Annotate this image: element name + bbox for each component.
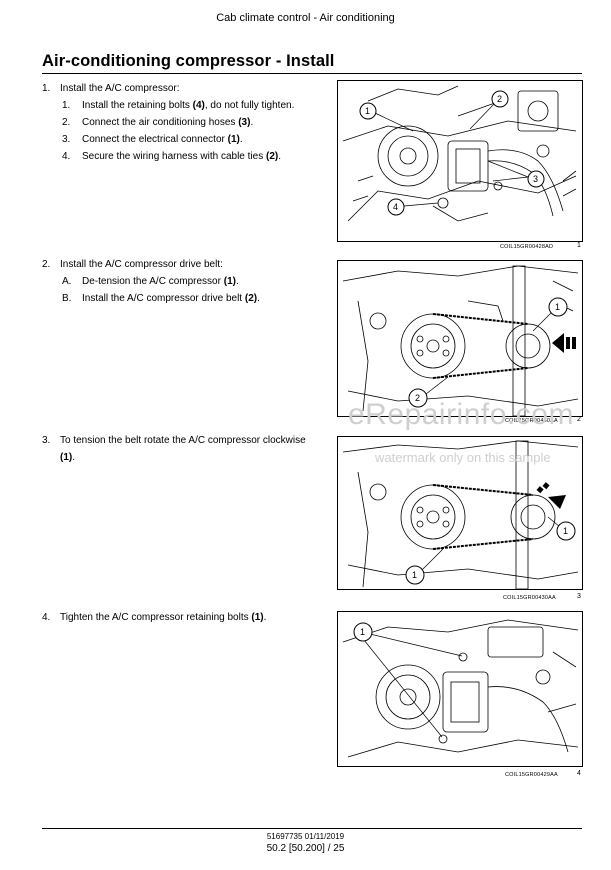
step-1: 1. Install the A/C compressor: (42, 80, 180, 97)
figure-3-belt-tension: 1 1 (337, 436, 583, 590)
svg-text:2: 2 (415, 393, 420, 403)
sub-text-end: . (235, 276, 239, 287)
callout-ref: (2) (265, 151, 279, 162)
svg-text:1: 1 (563, 526, 568, 536)
svg-text:3: 3 (533, 174, 538, 184)
step-2-sub-b: B.Install the A/C compressor drive belt … (62, 290, 260, 307)
figure-1-illustration: 1 2 3 4 (342, 85, 577, 222)
sub-number: 1. (62, 100, 71, 111)
title-rule (42, 73, 582, 74)
svg-text:4: 4 (393, 202, 398, 212)
callout-1: 1 (353, 622, 373, 642)
step-text: Tighten the A/C compressor retaining bol… (60, 612, 252, 623)
figure-3-code: COIL15GR00430AA (503, 595, 556, 601)
running-header: Cab climate control - Air conditioning (216, 12, 395, 24)
figure-4-code: COIL15GR00429AA (505, 772, 558, 778)
callout-1: 1 (548, 297, 568, 317)
figure-4-retaining-bolts: 1 (337, 611, 583, 767)
step-number: 2. (42, 259, 51, 270)
callout-ref: (4) (192, 100, 205, 111)
sub-number: 4. (62, 151, 71, 162)
callout-ref: (1) (251, 612, 264, 623)
sub-text: Secure the wiring harness with cable tie… (82, 151, 266, 162)
callout-3: 3 (527, 170, 545, 188)
step-3: 3. To tension the belt rotate the A/C com… (42, 432, 327, 466)
callout-2: 2 (491, 90, 509, 108)
figure-3-callouts: 1 1 (405, 516, 576, 585)
sub-text: Install the A/C compressor drive belt (82, 293, 245, 304)
step-2-sub-a: A. De-tension the A/C compressor (1). (62, 273, 239, 290)
step-1-sub-4: 4. Secure the wiring harness with cable t… (62, 148, 281, 165)
callout-1-upper: 1 (556, 521, 576, 541)
sub-text-end: . (239, 134, 243, 145)
figure-2-drive-belt-install: 1 2 (337, 260, 583, 417)
sub-number: A. (62, 276, 72, 287)
section-title: Air-conditioning compressor - Install (42, 52, 335, 70)
figure-1-compressor-connections: 1 2 3 4 (337, 80, 583, 242)
step-number: 4. (42, 612, 51, 623)
callout-ref: (2) (244, 293, 258, 304)
sub-text-end: . (278, 151, 281, 162)
sub-text: De-tension the A/C compressor (82, 276, 224, 287)
step-1-sub-3: 3. Connect the electrical connector (1). (62, 131, 243, 148)
svg-text:2: 2 (497, 94, 502, 104)
svg-text:1: 1 (360, 627, 365, 637)
figure-3-rotation-arrow (536, 482, 566, 509)
figure-2-code: COIL15GR00430AA (505, 418, 558, 424)
figure-3-illustration: 1 1 (342, 440, 579, 589)
callout-1-lower: 1 (405, 565, 425, 585)
figure-2-callouts: 1 2 (408, 297, 568, 408)
figure-1-code: COIL15GR00428AD (500, 244, 554, 250)
step-text: Install the A/C compressor drive belt: (60, 259, 223, 270)
svg-text:1: 1 (555, 302, 560, 312)
step-text: To tension the belt rotate the A/C compr… (60, 435, 306, 446)
sub-number: 2. (62, 117, 71, 128)
callout-2: 2 (408, 388, 428, 408)
sub-text-end: , do not fully tighten. (204, 100, 295, 111)
figure-1-number: 1 (577, 242, 581, 249)
figure-1-callouts: 1 2 3 4 (359, 90, 545, 216)
figure-4-illustration: 1 (342, 619, 579, 758)
figure-4-number: 4 (577, 770, 581, 777)
sub-number: 3. (62, 134, 71, 145)
callout-1: 1 (359, 102, 377, 120)
step-1-sub-1: 1. Install the retaining bolts (4), do no… (62, 97, 294, 114)
figure-2-illustration: 1 2 (342, 265, 579, 416)
callout-ref: (1) (60, 452, 73, 463)
sub-text: Connect the air conditioning hoses (82, 117, 239, 128)
step-number: 1. (42, 83, 51, 94)
callout-4: 4 (387, 198, 405, 216)
svg-text:1: 1 (412, 570, 417, 580)
sub-text-end: . (257, 293, 260, 304)
step-1-sub-2: 2. Connect the air conditioning hoses (3)… (62, 114, 253, 131)
step-text-end: . (72, 452, 76, 463)
figure-3-number: 3 (577, 593, 581, 600)
figure-4-callouts: 1 (353, 622, 463, 738)
callout-ref: (3) (238, 117, 251, 128)
footer-rule (42, 828, 582, 829)
sub-text-end: . (250, 117, 254, 128)
callout-ref: (1) (223, 276, 236, 287)
sub-text: Install the retaining bolts (82, 100, 193, 111)
footer-document-id: 51697735 01/11/2019 (266, 832, 345, 841)
step-number: 3. (42, 435, 51, 446)
figure-2-direction-arrow (552, 333, 576, 353)
step-2: 2. Install the A/C compressor drive belt: (42, 256, 223, 273)
sub-number: B. (62, 293, 72, 304)
callout-ref: (1) (227, 134, 240, 145)
step-text-end: . (263, 612, 267, 623)
figure-2-number: 2 (577, 416, 581, 423)
step-4: 4. Tighten the A/C compressor retaining b… (42, 609, 266, 626)
step-text: Install the A/C compressor: (60, 83, 180, 94)
sub-text: Connect the electrical connector (82, 134, 228, 145)
footer-page-number: 50.2 [50.200] / 25 (266, 843, 345, 854)
svg-text:1: 1 (365, 106, 370, 116)
